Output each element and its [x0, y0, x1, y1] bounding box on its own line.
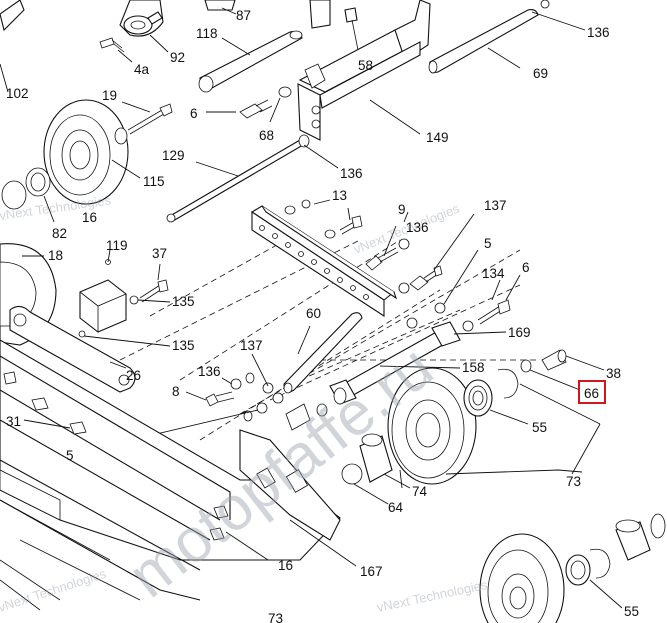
callout-137-mid: 137 — [240, 338, 263, 353]
callout-136-mid: 136 — [340, 166, 363, 181]
callout-16-lower: 16 — [278, 558, 293, 573]
part-87 — [204, 0, 236, 11]
callout-115: 115 — [143, 174, 165, 189]
bolt-9 — [365, 238, 410, 271]
callout-6-mid: 6 — [522, 260, 530, 275]
shaft-118 — [198, 30, 303, 93]
callout-66: 66 — [584, 386, 599, 401]
wheel-73 — [387, 367, 477, 485]
bolt-37 — [129, 279, 169, 305]
callout-55-mid: 55 — [532, 420, 547, 435]
callout-82: 82 — [52, 226, 67, 241]
callout-64: 64 — [388, 500, 404, 515]
nuts-31 — [3, 371, 229, 541]
shaft-158 — [329, 321, 461, 405]
callout-19: 19 — [102, 88, 117, 103]
bracket-58 — [309, 0, 359, 51]
callout-55-lower: 55 — [624, 604, 639, 619]
callout-136-top: 136 — [587, 25, 610, 40]
vendor-watermark-3: vNext Technologies — [376, 577, 490, 615]
bolt-137-top — [398, 265, 443, 294]
callout-60: 60 — [306, 306, 321, 321]
bolt-19 — [127, 103, 173, 135]
ring-64 — [341, 463, 363, 485]
callout-31: 31 — [6, 414, 21, 429]
rod-60 — [283, 312, 363, 394]
callout-6-top: 6 — [190, 106, 198, 121]
callout-119: 119 — [106, 238, 128, 253]
rod-129 — [166, 134, 310, 223]
callout-4a: 4a — [134, 62, 150, 77]
callout-37: 37 — [152, 246, 167, 261]
washers-134 — [406, 299, 511, 332]
callout-169: 169 — [508, 325, 531, 340]
bolt-13 — [284, 199, 363, 239]
spacer-74 — [359, 433, 393, 483]
callout-26: 26 — [126, 368, 141, 383]
callout-69: 69 — [533, 66, 548, 81]
callout-38: 38 — [606, 366, 621, 381]
callout-73-mid: 73 — [566, 474, 581, 489]
vendor-watermark-4: vNext Technologies — [0, 566, 108, 615]
callout-136-rail: 136 — [406, 220, 429, 235]
bolt-4a — [99, 37, 125, 53]
snap-ring — [497, 359, 532, 399]
callout-129: 129 — [162, 148, 185, 163]
callout-135-lower: 135 — [172, 338, 195, 353]
bolt-6-top — [239, 86, 292, 119]
crossbeam-149 — [297, 0, 431, 141]
callout-16-top: 16 — [82, 210, 97, 225]
link-26 — [9, 305, 136, 393]
callout-158: 158 — [462, 360, 485, 375]
callout-58: 58 — [358, 58, 373, 73]
sensor-119 — [79, 259, 127, 333]
callout-137-top: 137 — [484, 198, 507, 213]
callout-135-upper: 135 — [172, 294, 195, 309]
callout-149: 149 — [426, 130, 449, 145]
bolt-5-lower — [243, 402, 328, 431]
callout-8: 8 — [172, 384, 180, 399]
bolt-8 — [205, 391, 235, 407]
callout-102: 102 — [6, 86, 29, 101]
callout-73-lower: 73 — [268, 611, 283, 623]
callout-18: 18 — [48, 248, 63, 263]
callout-118: 118 — [196, 26, 218, 41]
highlight-box — [578, 380, 606, 404]
rod-136-top — [428, 9, 539, 74]
callout-5-top: 5 — [484, 236, 492, 251]
bearing-55 — [463, 379, 493, 417]
callout-87: 87 — [236, 8, 251, 23]
rail-167 — [0, 339, 341, 611]
callout-167: 167 — [360, 564, 383, 579]
callout-68: 68 — [259, 128, 274, 143]
bolt-137-mid — [230, 372, 284, 404]
callout-74: 74 — [412, 484, 428, 499]
wheel-115 — [43, 99, 129, 205]
ring-82 — [1, 167, 51, 210]
bolt-38 — [541, 349, 567, 371]
callout-92: 92 — [170, 50, 185, 65]
callout-13: 13 — [332, 188, 347, 203]
callouts: 87 92 4a 118 58 136 69 102 19 6 68 149 1… — [6, 8, 639, 623]
callout-136-lower: 136 — [198, 364, 221, 379]
callout-9: 9 — [398, 202, 406, 217]
callout-134: 134 — [482, 266, 505, 281]
callout-5-lower: 5 — [66, 448, 74, 463]
part-92 — [119, 0, 164, 37]
slide-rail — [250, 205, 398, 318]
wheel-73-lower — [479, 513, 666, 623]
